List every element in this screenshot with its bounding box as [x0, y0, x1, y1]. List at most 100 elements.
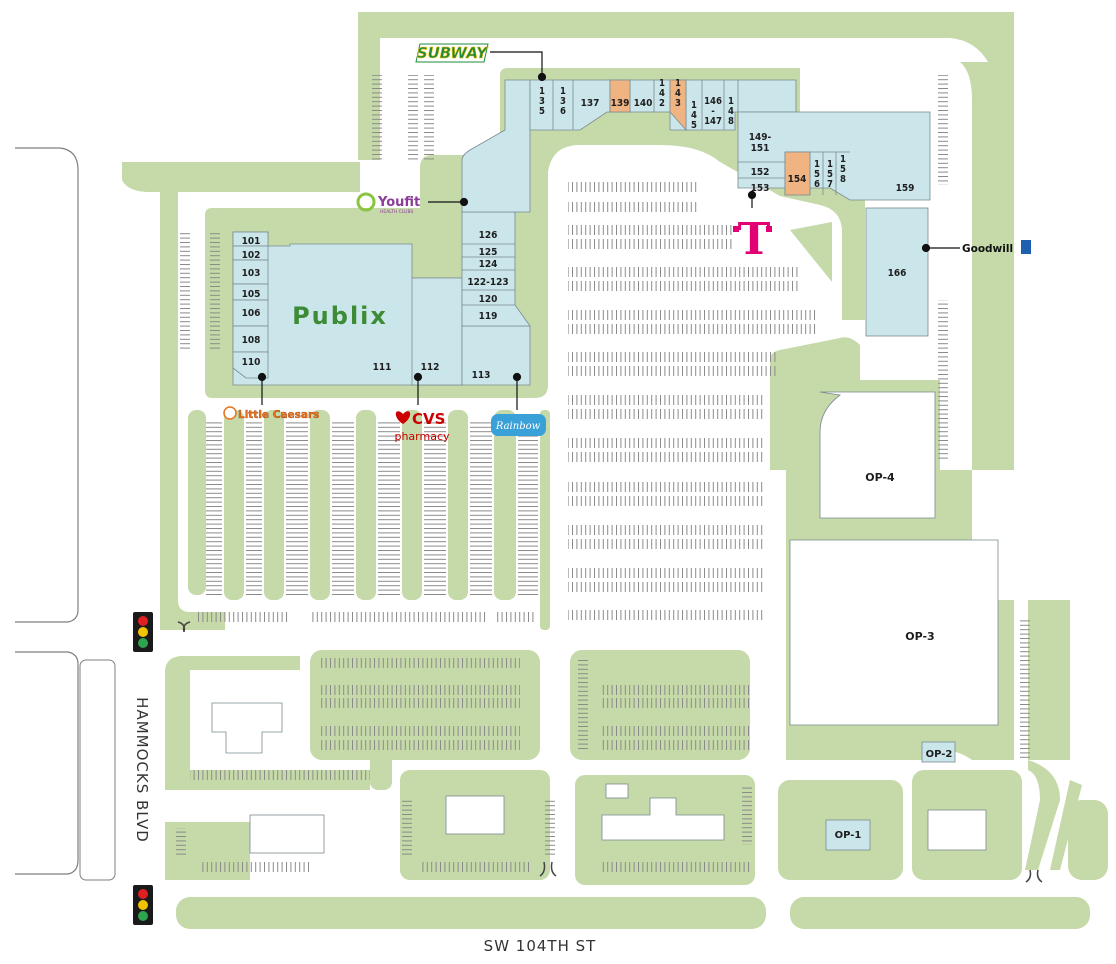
unit-label-stacked: 146-147 — [704, 96, 722, 127]
parking-row — [568, 539, 763, 549]
unit-143-highlight — [669, 79, 687, 132]
parking-column — [408, 75, 418, 160]
northwest-landscape-strip — [122, 162, 360, 192]
south-landscape-strip — [176, 897, 766, 929]
callout-dot — [413, 372, 423, 382]
parking-island — [448, 410, 468, 600]
south-kiosk — [605, 783, 629, 799]
callout-dot — [257, 372, 267, 382]
unit-label: 139 — [611, 98, 630, 109]
parking-column — [938, 300, 948, 460]
stacked-unit-labels: 135 136 142 143 145 146-147 148 149-151 … — [539, 78, 846, 190]
little-caesars-icon — [223, 406, 237, 420]
green-light-icon — [138, 911, 148, 921]
unit-label: 101 — [242, 236, 261, 247]
outparcels — [211, 391, 999, 854]
op-3-building — [789, 539, 999, 726]
parking-island — [188, 410, 206, 595]
parking-row — [495, 612, 535, 622]
parking-column — [206, 420, 222, 595]
unit-label: 103 — [242, 268, 261, 279]
youfit-sub-text: HEALTH CLUBS — [380, 209, 413, 215]
yellow-light-icon — [138, 627, 148, 637]
parking-island — [310, 410, 330, 600]
parking-column — [210, 232, 220, 352]
parking-row — [320, 698, 520, 708]
green-light-icon — [138, 638, 148, 648]
parking-column — [1020, 620, 1030, 760]
tmobile-dot-icon — [766, 226, 772, 232]
parking-column — [742, 785, 752, 845]
parking-row — [568, 395, 763, 405]
goodwill-logo: Goodwill — [962, 240, 1031, 255]
unit-139-highlight — [609, 79, 631, 113]
op-label: OP-1 — [835, 830, 862, 841]
parking-column — [424, 420, 446, 595]
parking-row — [568, 267, 798, 277]
parking-row — [600, 698, 750, 708]
parking-row — [320, 726, 520, 736]
parking-island — [224, 410, 244, 600]
unit-label: 153 — [751, 183, 770, 194]
subway-logo-text: SUBWAY — [417, 44, 489, 62]
unit-label: 110 — [242, 357, 261, 368]
youfit-logo: Youfit HEALTH CLUBS — [356, 192, 420, 215]
parking-row — [568, 610, 763, 620]
parking-column — [518, 420, 538, 595]
traffic-light-south — [133, 885, 153, 925]
red-light-icon — [138, 616, 148, 626]
youfit-icon — [356, 192, 376, 212]
parking-column — [176, 828, 186, 858]
parking-column — [372, 75, 382, 160]
parking-row — [568, 239, 733, 249]
subway-logo: SUBWAY — [415, 43, 490, 63]
parking-row — [568, 482, 763, 492]
southwest-building — [211, 702, 283, 754]
callout-dot — [537, 72, 547, 82]
south-building-3 — [601, 797, 725, 841]
entry-arrow-icon — [177, 621, 191, 633]
north-row-units — [529, 79, 797, 131]
unit-label: 140 — [634, 98, 653, 109]
rainbow-logo-text: Rainbow — [495, 421, 541, 432]
parking-row — [600, 685, 750, 695]
south-landscape-strip-east — [790, 897, 1090, 929]
parking-column — [180, 232, 190, 352]
east-edge-land — [1028, 600, 1070, 760]
tmobile-logo: T — [733, 214, 772, 265]
op-east-building — [927, 809, 987, 851]
parking-row — [568, 568, 763, 578]
parking-column — [402, 800, 412, 855]
unit-label: 166 — [888, 268, 907, 279]
parking-row — [320, 685, 520, 695]
road-lines — [15, 147, 79, 875]
publix-logo-text: Publix — [292, 302, 388, 330]
goodwill-icon — [1021, 240, 1031, 254]
op-2-building — [921, 741, 956, 763]
red-light-icon — [138, 889, 148, 899]
rainbow-logo-bg — [491, 414, 546, 436]
parking-row — [420, 862, 530, 872]
parking-column — [378, 420, 400, 595]
east-corner-land — [1068, 800, 1108, 880]
unit-labels: 101 102 103 105 106 108 110 111 112 113 … — [242, 98, 915, 381]
parking-island — [264, 410, 284, 600]
goodwill-logo-text: Goodwill — [962, 243, 1013, 255]
unit-label: 105 — [242, 289, 261, 300]
unit-label: 112 — [421, 362, 440, 373]
parking-row — [568, 310, 818, 320]
parking-row — [568, 409, 763, 419]
tmobile-logo-text: T — [738, 214, 771, 265]
parking-row — [568, 202, 698, 212]
op-label: OP-4 — [865, 471, 895, 484]
parking-row — [320, 740, 520, 750]
traffic-light-north — [133, 612, 153, 652]
youfit-logo-text: Youfit — [377, 195, 420, 210]
subway-logo-bg — [415, 43, 489, 63]
unit-label: 113 — [472, 370, 491, 381]
unit-label: 137 — [581, 98, 600, 109]
parking-column — [332, 420, 354, 595]
